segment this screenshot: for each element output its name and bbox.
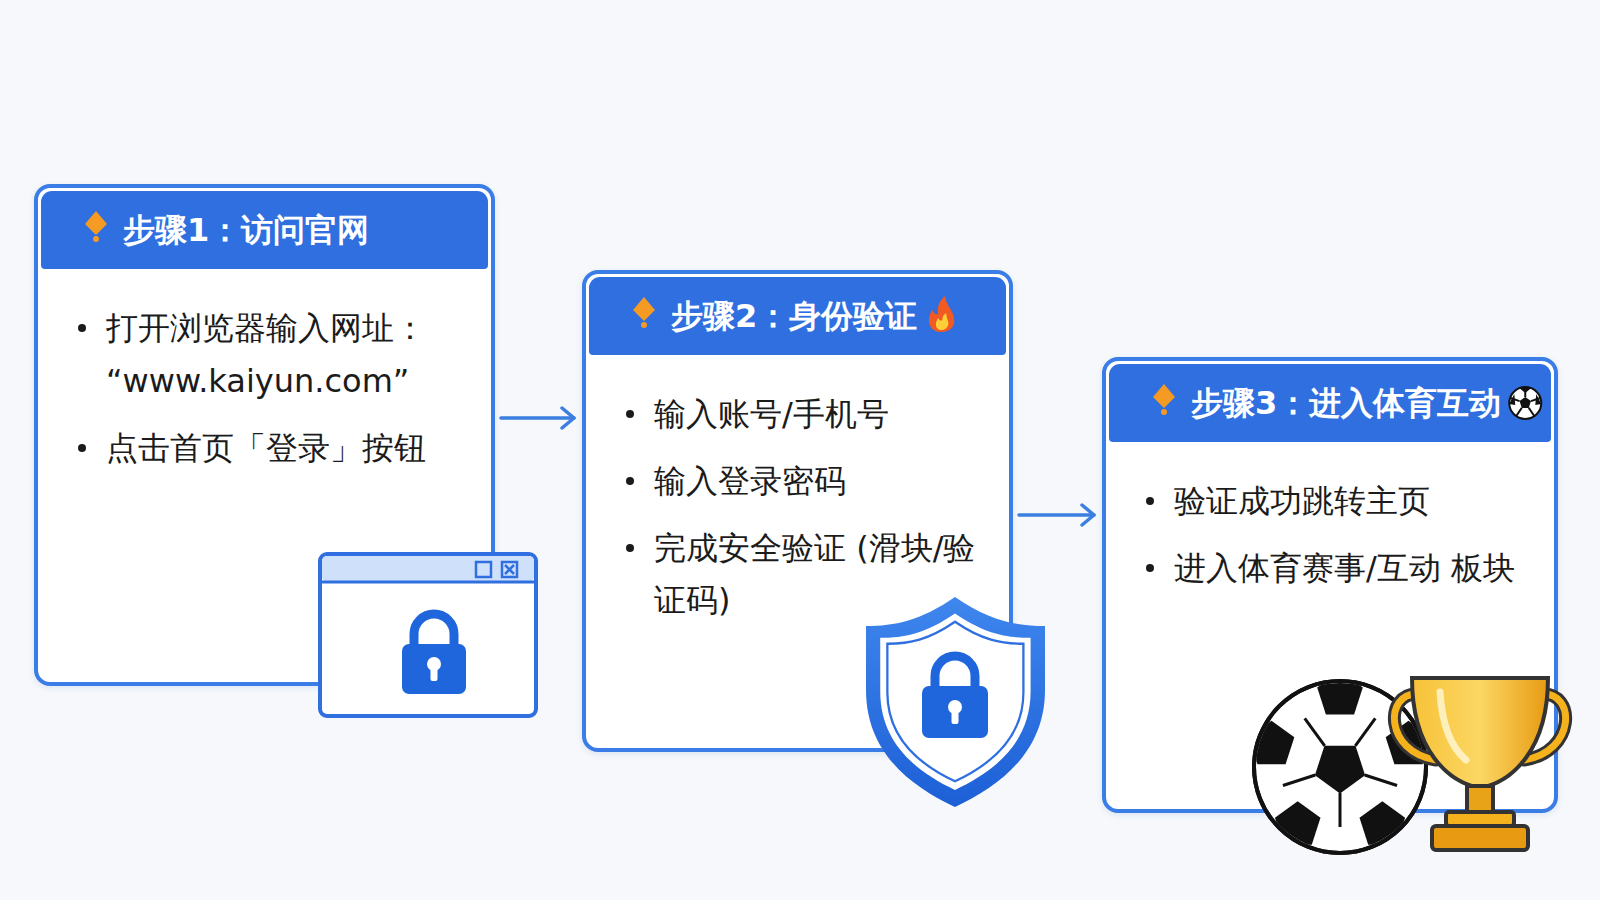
- dot-icon: [1161, 409, 1167, 415]
- step-title: 步骤3：进入体育互动: [1191, 384, 1501, 422]
- diamond-icon: [85, 211, 107, 235]
- window-button: [476, 562, 491, 577]
- dot-icon: [93, 236, 99, 242]
- bullet-dot: [626, 477, 634, 485]
- step-title: 步骤2：身份验证: [671, 297, 917, 335]
- trophy-cup: [1412, 678, 1548, 788]
- bullet-dot: [1146, 564, 1154, 572]
- step-body: 输入账号/手机号输入登录密码完成安全验证 (滑块/验证码): [586, 358, 1009, 661]
- bullet-text: 输入账号/手机号: [654, 388, 889, 441]
- window-button: [502, 562, 517, 577]
- ball-icon: [1509, 387, 1541, 419]
- trophy: [1394, 678, 1565, 850]
- dot-icon: [641, 322, 647, 328]
- lock-body: [922, 686, 988, 738]
- fire-icon: [929, 296, 954, 332]
- bullet-dot: [626, 410, 634, 418]
- lock-shackle: [414, 614, 454, 650]
- bullet-text: 输入登录密码: [654, 455, 846, 508]
- heading-icon: [85, 211, 107, 242]
- step-box: 步骤3：进入体育互动验证成功跳转主页进入体育赛事/互动 板块: [1102, 357, 1558, 813]
- step-header: 步骤2：身份验证: [589, 277, 1006, 355]
- shield-inner: [880, 613, 1030, 789]
- bullet-row: 输入账号/手机号: [626, 388, 985, 441]
- diamond-icon: [633, 297, 655, 321]
- bullet-text: 打开浏览器输入网址： “www.kaiyun.com”: [106, 302, 467, 408]
- diamond-icon: [1153, 384, 1175, 408]
- window-titlebar: [322, 556, 534, 582]
- step-body: 验证成功跳转主页进入体育赛事/互动 板块: [1106, 445, 1554, 629]
- bullet-row: 验证成功跳转主页: [1146, 475, 1530, 528]
- bullet-dot: [1146, 497, 1154, 505]
- flow-arrow: [1019, 513, 1094, 517]
- heading-icon: [633, 297, 655, 328]
- flow-arrow: [501, 416, 574, 420]
- step-header: 步骤3：进入体育互动: [1109, 364, 1551, 442]
- soccer-ball: [1242, 671, 1439, 858]
- browser-lock-illustration: [320, 554, 536, 716]
- bullet-row: 输入登录密码: [626, 455, 985, 508]
- bullet-row: 完成安全验证 (滑块/验证码): [626, 522, 985, 628]
- bullet-text: 验证成功跳转主页: [1174, 475, 1430, 528]
- step-title: 步骤1：访问官网: [123, 211, 369, 249]
- step-box: 步骤2：身份验证输入账号/手机号输入登录密码完成安全验证 (滑块/验证码): [582, 270, 1013, 752]
- bullet-row: 打开浏览器输入网址： “www.kaiyun.com”: [78, 302, 467, 408]
- window-frame: [320, 554, 536, 716]
- bullet-dot: [78, 444, 86, 452]
- bullet-row: 点击首页「登录」按钮: [78, 422, 467, 475]
- heading-icon: [1153, 384, 1175, 415]
- bullet-dot: [78, 324, 86, 332]
- lock-body: [402, 644, 466, 694]
- trophy-base: [1432, 826, 1528, 850]
- bullet-dot: [626, 544, 634, 552]
- step-box: 步骤1：访问官网打开浏览器输入网址： “www.kaiyun.com” 点击首页「…: [34, 184, 495, 686]
- shield-illustration: [866, 597, 1045, 807]
- step-body: 打开浏览器输入网址： “www.kaiyun.com” 点击首页「登录」按钮: [38, 272, 491, 508]
- trophy-stem: [1467, 786, 1493, 814]
- step-header: 步骤1：访问官网: [41, 191, 488, 269]
- bullet-text: 点击首页「登录」按钮: [106, 422, 426, 475]
- bullet-text: 完成安全验证 (滑块/验证码): [654, 522, 985, 628]
- lock-shackle: [935, 656, 975, 692]
- bullet-text: 进入体育赛事/互动 板块: [1174, 542, 1515, 595]
- shield-outer: [866, 597, 1045, 807]
- bullet-row: 进入体育赛事/互动 板块: [1146, 542, 1530, 595]
